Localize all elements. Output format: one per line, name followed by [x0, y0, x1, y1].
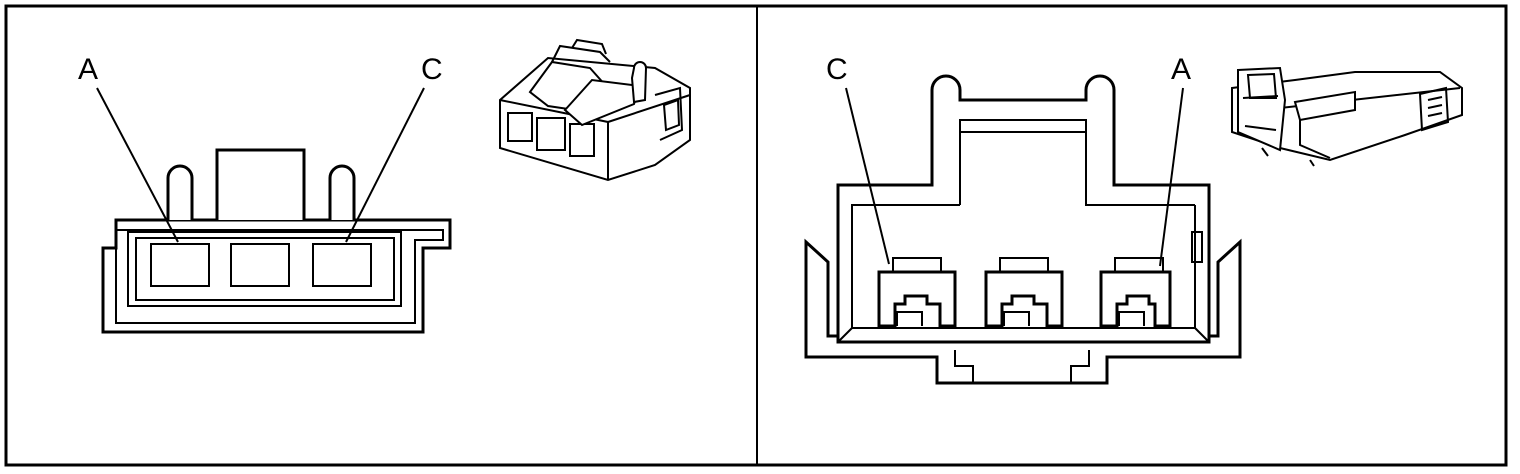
left-locking-tab	[215, 148, 306, 220]
right-terminal-b	[984, 257, 1064, 328]
connector-isometric-icon	[499, 38, 691, 182]
left-connector-body	[101, 218, 452, 334]
left-pin-label-c: C	[421, 53, 443, 86]
right-leader-a	[1159, 87, 1184, 267]
right-terminal-c	[877, 257, 957, 328]
left-post-c	[328, 164, 356, 220]
left-terminal-cavity-frame	[127, 231, 402, 307]
left-leader-c	[345, 87, 425, 243]
right-leader-c	[845, 87, 890, 265]
left-terminal-a	[150, 243, 210, 287]
left-leader-a	[96, 87, 179, 243]
left-pin-label-a: A	[78, 53, 98, 86]
left-terminal-c	[312, 243, 372, 287]
left-panel: A C	[78, 38, 691, 334]
left-post-a	[166, 164, 194, 220]
left-terminal-cavity-inner	[135, 237, 395, 301]
connector-isometric-icon	[1231, 66, 1463, 167]
right-terminal-a	[1099, 257, 1172, 328]
right-housing-inner-top	[959, 119, 1195, 206]
left-terminal-b	[230, 243, 290, 287]
right-bottom-latch	[954, 350, 1090, 383]
right-housing-corner	[837, 327, 1210, 343]
right-panel: C A	[804, 53, 1463, 385]
right-connector-shell	[804, 238, 1242, 385]
right-shell-notch	[1191, 231, 1203, 263]
left-connector-inner-wall	[115, 229, 444, 324]
right-pin-label-c: C	[826, 53, 848, 86]
right-pin-label-a: A	[1171, 53, 1191, 86]
